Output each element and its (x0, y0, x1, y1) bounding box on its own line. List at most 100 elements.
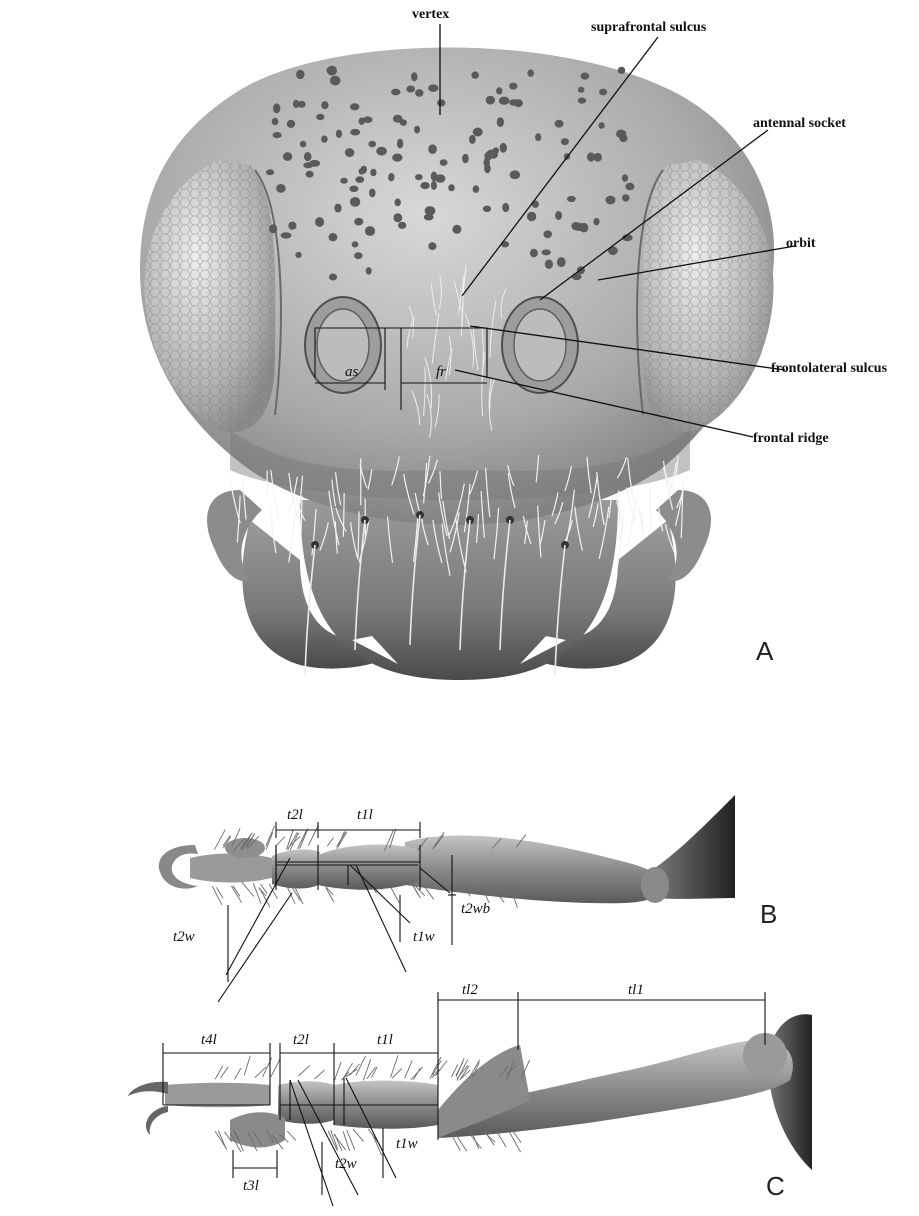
puncture (510, 170, 521, 179)
puncture (431, 181, 437, 190)
puncture (622, 194, 630, 201)
puncture (437, 99, 445, 106)
puncture (493, 147, 499, 154)
measure-c-t1l: t1l (377, 1032, 393, 1048)
puncture (306, 171, 314, 178)
puncture (276, 184, 286, 193)
bristle (214, 830, 225, 850)
bristle (373, 1134, 382, 1155)
puncture (327, 66, 337, 76)
measure-b-t1w: t1w (413, 929, 435, 945)
puncture (370, 169, 376, 176)
bristle (337, 831, 347, 846)
label-vertex: vertex (412, 7, 449, 22)
puncture (473, 128, 483, 137)
puncture (365, 226, 375, 236)
puncture (340, 178, 348, 184)
puncture (440, 159, 448, 166)
bristle (287, 1131, 296, 1140)
seta (627, 488, 636, 521)
puncture (400, 119, 407, 126)
puncture (496, 87, 502, 94)
puncture (420, 182, 429, 189)
puncture (369, 189, 376, 198)
bristle (356, 1056, 366, 1076)
bristle (271, 1058, 281, 1077)
seta (642, 511, 643, 533)
bristle (414, 1068, 421, 1080)
seta (639, 508, 644, 533)
bristle (363, 1059, 370, 1080)
bristle (244, 1056, 250, 1076)
puncture (599, 122, 605, 129)
bristle (315, 1070, 325, 1079)
puncture (502, 203, 509, 212)
puncture (388, 173, 394, 181)
puncture (581, 73, 590, 80)
puncture (509, 83, 517, 90)
puncture (545, 260, 553, 269)
puncture (593, 218, 599, 225)
puncture (625, 183, 634, 191)
puncture (572, 273, 582, 280)
panel-c-tarsomere-4 (165, 1083, 270, 1108)
puncture (473, 185, 480, 193)
puncture (424, 214, 434, 220)
panel-b-tibia (405, 836, 665, 904)
puncture (281, 232, 292, 238)
measure-c-t2w: t2w (335, 1156, 357, 1172)
label-antennal-socket: antennal socket (753, 116, 846, 131)
puncture (368, 141, 376, 148)
puncture (452, 225, 461, 234)
puncture (350, 197, 360, 207)
puncture (555, 211, 562, 220)
panel-c-claw (128, 1082, 168, 1135)
puncture (415, 174, 423, 180)
puncture (471, 71, 479, 78)
puncture (352, 241, 359, 247)
puncture (266, 169, 274, 175)
bristle (341, 1072, 349, 1080)
puncture (500, 143, 507, 153)
panel-a-head-illustration (140, 48, 774, 681)
puncture (587, 152, 595, 161)
puncture (535, 133, 541, 141)
measure-b-t2w: t2w (173, 929, 195, 945)
puncture (366, 267, 372, 274)
measure-c-tl1: tl1 (628, 982, 644, 998)
measure-c-t1w: t1w (396, 1136, 418, 1152)
puncture (599, 89, 607, 96)
bristle (390, 886, 399, 902)
bristle (337, 832, 347, 849)
bristle (276, 837, 285, 847)
panel-letter-a: A (756, 636, 774, 666)
bristle (266, 832, 273, 849)
puncture (411, 72, 418, 81)
seta (650, 483, 652, 532)
bristle (405, 1061, 413, 1078)
puncture (395, 199, 401, 207)
panel-c-leg-illustration (128, 1014, 812, 1170)
label-suprafrontal-sulcus: suprafrontal sulcus (591, 20, 707, 35)
puncture (295, 252, 301, 258)
puncture (469, 135, 476, 144)
puncture (415, 89, 423, 97)
puncture (336, 130, 342, 138)
puncture (561, 138, 569, 145)
panel-b-tarsomere-2 (272, 849, 320, 888)
measure-as: as (345, 364, 359, 380)
puncture (622, 174, 628, 182)
puncture (269, 224, 277, 233)
puncture (616, 130, 626, 139)
puncture (272, 118, 279, 125)
puncture (543, 230, 552, 238)
measure-c-tl2: tl2 (462, 982, 478, 998)
bristle (298, 831, 307, 849)
puncture (428, 144, 437, 154)
bristle (432, 1061, 441, 1076)
bristle (353, 1129, 364, 1141)
puncture (578, 98, 586, 104)
measure-b-t2l: t2l (287, 807, 303, 823)
bristle (391, 1055, 398, 1077)
